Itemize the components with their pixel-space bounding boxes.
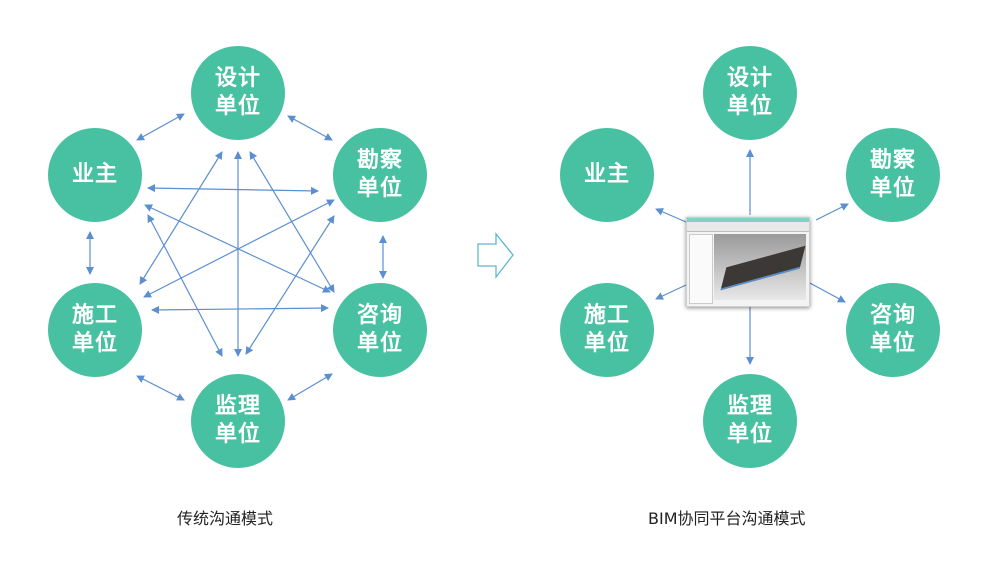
trad-double-arrow-12 xyxy=(143,199,335,298)
trad-double-arrow-14 xyxy=(245,215,335,355)
traditional-arrows xyxy=(86,113,387,401)
node-label: 单位 xyxy=(726,94,773,119)
transition-arrow-icon xyxy=(477,232,514,279)
node-label: 勘察 xyxy=(356,148,403,173)
trad-node-survey: 勘察 单位 xyxy=(333,128,427,222)
trad-double-arrow-6 xyxy=(147,184,319,195)
node-label: 单位 xyxy=(214,422,261,447)
bim-project-browser xyxy=(689,234,713,304)
bim-software-screenshot xyxy=(686,217,810,307)
bim-node-owner: 业主 xyxy=(560,128,654,222)
node-label: 设计 xyxy=(726,66,773,91)
node-label: 单位 xyxy=(214,94,261,119)
node-label: 单位 xyxy=(726,422,773,447)
bim-arrow-5 xyxy=(807,281,846,303)
trad-node-supervision: 监理 单位 xyxy=(191,374,285,468)
node-label: 单位 xyxy=(869,331,916,356)
trad-node-design: 设计 单位 xyxy=(191,46,285,140)
traditional-caption: 传统沟通模式 xyxy=(177,509,274,528)
node-label: 监理 xyxy=(214,394,261,419)
bim-caption: BIM协同平台沟通模式 xyxy=(648,509,806,528)
node-label: 施工 xyxy=(583,303,630,328)
node-label: 单位 xyxy=(356,176,403,201)
bim-node-construction: 施工 单位 xyxy=(560,283,654,377)
node-label: 单位 xyxy=(356,331,403,356)
node-label: 业主 xyxy=(71,162,118,187)
node-label: 单位 xyxy=(583,331,630,356)
node-label: 单位 xyxy=(71,331,118,356)
bim-ribbon xyxy=(687,222,809,232)
trad-double-arrow-0 xyxy=(136,113,185,141)
bim-3d-view xyxy=(714,234,806,300)
bim-node-design: 设计 单位 xyxy=(703,46,797,140)
trad-double-arrow-4 xyxy=(136,375,185,401)
bim-arrow-2 xyxy=(655,208,687,223)
node-label: 设计 xyxy=(214,66,261,91)
trad-double-arrow-5 xyxy=(287,373,333,401)
bim-arrows xyxy=(655,149,849,365)
trad-double-arrow-13 xyxy=(147,214,223,357)
building-model-icon xyxy=(720,245,806,291)
trad-node-owner: 业主 xyxy=(48,128,142,222)
node-label: 单位 xyxy=(869,176,916,201)
trad-double-arrow-8 xyxy=(139,151,223,285)
trad-double-arrow-1 xyxy=(287,115,333,141)
trad-node-construction: 施工 单位 xyxy=(48,283,142,377)
bim-node-consulting: 咨询 单位 xyxy=(846,283,940,377)
bim-arrow-3 xyxy=(655,284,687,300)
bim-node-supervision: 监理 单位 xyxy=(703,374,797,468)
node-label: 施工 xyxy=(71,303,118,328)
node-label: 勘察 xyxy=(869,148,916,173)
node-label: 监理 xyxy=(726,394,773,419)
trad-node-consulting: 咨询 单位 xyxy=(333,283,427,377)
node-label: 咨询 xyxy=(869,303,916,328)
trad-double-arrow-7 xyxy=(151,304,329,314)
bim-arrow-4 xyxy=(815,203,849,221)
bim-title-bar xyxy=(687,218,809,222)
node-label: 咨询 xyxy=(356,303,403,328)
bim-node-survey: 勘察 单位 xyxy=(846,128,940,222)
node-label: 业主 xyxy=(583,162,630,187)
